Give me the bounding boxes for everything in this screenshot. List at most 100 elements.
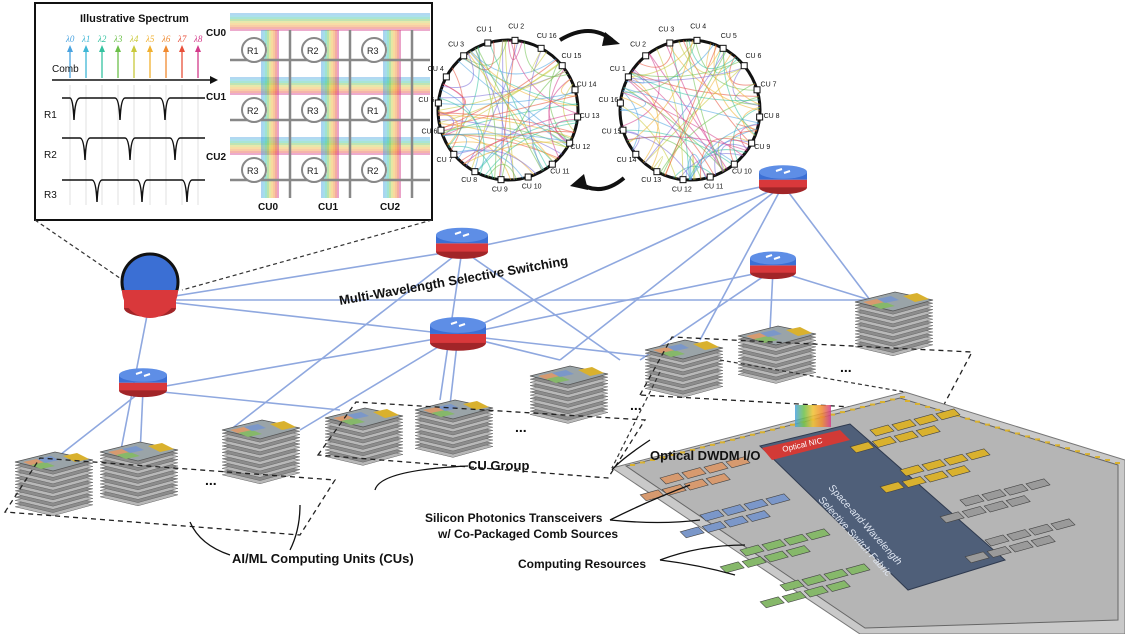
chip-pins — [630, 396, 1120, 466]
switch-left-arrows-icon — [135, 371, 151, 377]
pin-top-10 — [730, 438, 735, 441]
pin-top-22 — [850, 408, 855, 411]
chord-29 — [644, 49, 727, 164]
pin-top-24 — [870, 403, 875, 406]
cu-stacks — [14, 291, 934, 517]
tile-gold-2-0-3 — [965, 448, 991, 461]
cu-stack-0-blue — [37, 456, 59, 463]
tile-blue-0-0 — [699, 509, 725, 522]
pin-right-1 — [915, 402, 920, 405]
chord-17 — [467, 52, 555, 164]
pin-right-16 — [1065, 447, 1070, 450]
pin-right-3 — [935, 408, 940, 411]
chord-62 — [626, 78, 708, 179]
chord-15 — [644, 65, 745, 164]
pointer-arrows — [189, 439, 746, 576]
tile-green-0-1 — [761, 539, 787, 551]
link-11 — [457, 334, 681, 361]
tile-blue-0-2 — [743, 498, 769, 511]
cu-stack-0-gold — [63, 453, 89, 462]
chord-port-label-14: CU 15 — [562, 53, 582, 60]
optical-nic — [762, 430, 850, 460]
lambda-arrowhead-4 — [131, 45, 137, 52]
lambda-label-7: λ7 — [177, 34, 187, 44]
tile-green-0-3 — [805, 528, 831, 541]
chord-46 — [510, 39, 579, 115]
switch-right-top-top — [759, 165, 807, 179]
tile-gray-1-2 — [983, 500, 1009, 513]
cu-stack-5-gold — [578, 367, 604, 376]
chord-65 — [469, 50, 578, 107]
pin-right-21 — [1115, 462, 1120, 464]
chord-19 — [447, 46, 480, 147]
chord-port-5 — [437, 126, 445, 134]
chord-port-label-9: CU 10 — [522, 184, 542, 191]
chord-66 — [630, 60, 741, 78]
chord-port-label-0: CU 2 — [508, 23, 524, 30]
chord-port-label-7: CU 13 — [641, 177, 661, 184]
chord-48 — [700, 137, 751, 180]
chord-56 — [440, 95, 577, 129]
pin-top-5 — [680, 451, 685, 454]
tile-gold-2-1-0 — [879, 481, 905, 494]
switch-top-arrows-icon — [454, 231, 470, 237]
chord-port-label-15: CU 16 — [537, 33, 557, 40]
pin-right-13 — [1035, 438, 1040, 441]
chord-port-9 — [706, 173, 714, 181]
chord-27 — [688, 149, 746, 181]
chord-40 — [438, 112, 575, 133]
pin-top-26 — [890, 398, 895, 401]
group-outlines — [3, 336, 974, 536]
chord-47 — [656, 48, 684, 180]
ring-0-1 — [301, 37, 327, 63]
chord-58 — [523, 41, 569, 78]
pin-top-9 — [720, 441, 725, 444]
arrow-dwdm — [611, 439, 651, 471]
chord-46 — [665, 44, 724, 172]
group-outline-right — [638, 336, 974, 413]
switch-right-mid-red — [750, 265, 796, 273]
pin-top-20 — [830, 413, 835, 416]
pin-right-6 — [965, 417, 970, 420]
chord-port-1 — [666, 39, 674, 47]
lambda-arrowhead-2 — [99, 45, 105, 52]
chord-port-label-14: CU 6 — [746, 53, 762, 60]
pin-right-0 — [905, 400, 910, 402]
tile-orange-0-1 — [681, 467, 707, 479]
reconfigure-arrowhead-bottom — [570, 174, 588, 190]
chord-port-4 — [616, 99, 624, 107]
ring-0-2 — [361, 37, 387, 63]
tile-gray-2-0-1 — [1006, 529, 1032, 541]
comb-label: Comb — [52, 64, 79, 75]
switch-left-red — [119, 382, 167, 391]
chord-42 — [734, 83, 760, 105]
cu-stack-8-gold — [903, 293, 929, 302]
ring-label-2-1: R1 — [307, 166, 319, 176]
chord-47 — [470, 40, 504, 170]
lambda-label-3: λ3 — [113, 34, 123, 44]
tile-gray-2-0-3 — [1050, 518, 1076, 531]
chord-port-6 — [632, 150, 640, 158]
group-outline-middle — [316, 401, 647, 479]
cu-stack-3-blue — [347, 412, 369, 419]
cu-stack-1-blue — [122, 446, 144, 453]
switch-right-mid-top — [750, 251, 796, 265]
chord-22 — [441, 125, 465, 137]
tile-gold-2-1-1 — [901, 476, 927, 488]
cu-stack-1-gold — [148, 443, 174, 452]
cu-stack-6-green — [661, 350, 685, 357]
chord-port-label-1: CU 3 — [658, 26, 674, 33]
pin-right-2 — [925, 405, 930, 408]
chord-65 — [628, 39, 694, 144]
chord-54 — [626, 135, 748, 152]
pin-top-21 — [840, 411, 845, 414]
chord-9 — [446, 141, 535, 176]
tile-gray-2-1-1 — [986, 546, 1012, 558]
chord-port-label-5: CU 15 — [602, 129, 622, 136]
pin-right-11 — [1015, 432, 1020, 435]
pin-top-25 — [880, 401, 885, 404]
pin-top-11 — [740, 436, 745, 439]
lambda-arrowhead-7 — [179, 45, 185, 52]
